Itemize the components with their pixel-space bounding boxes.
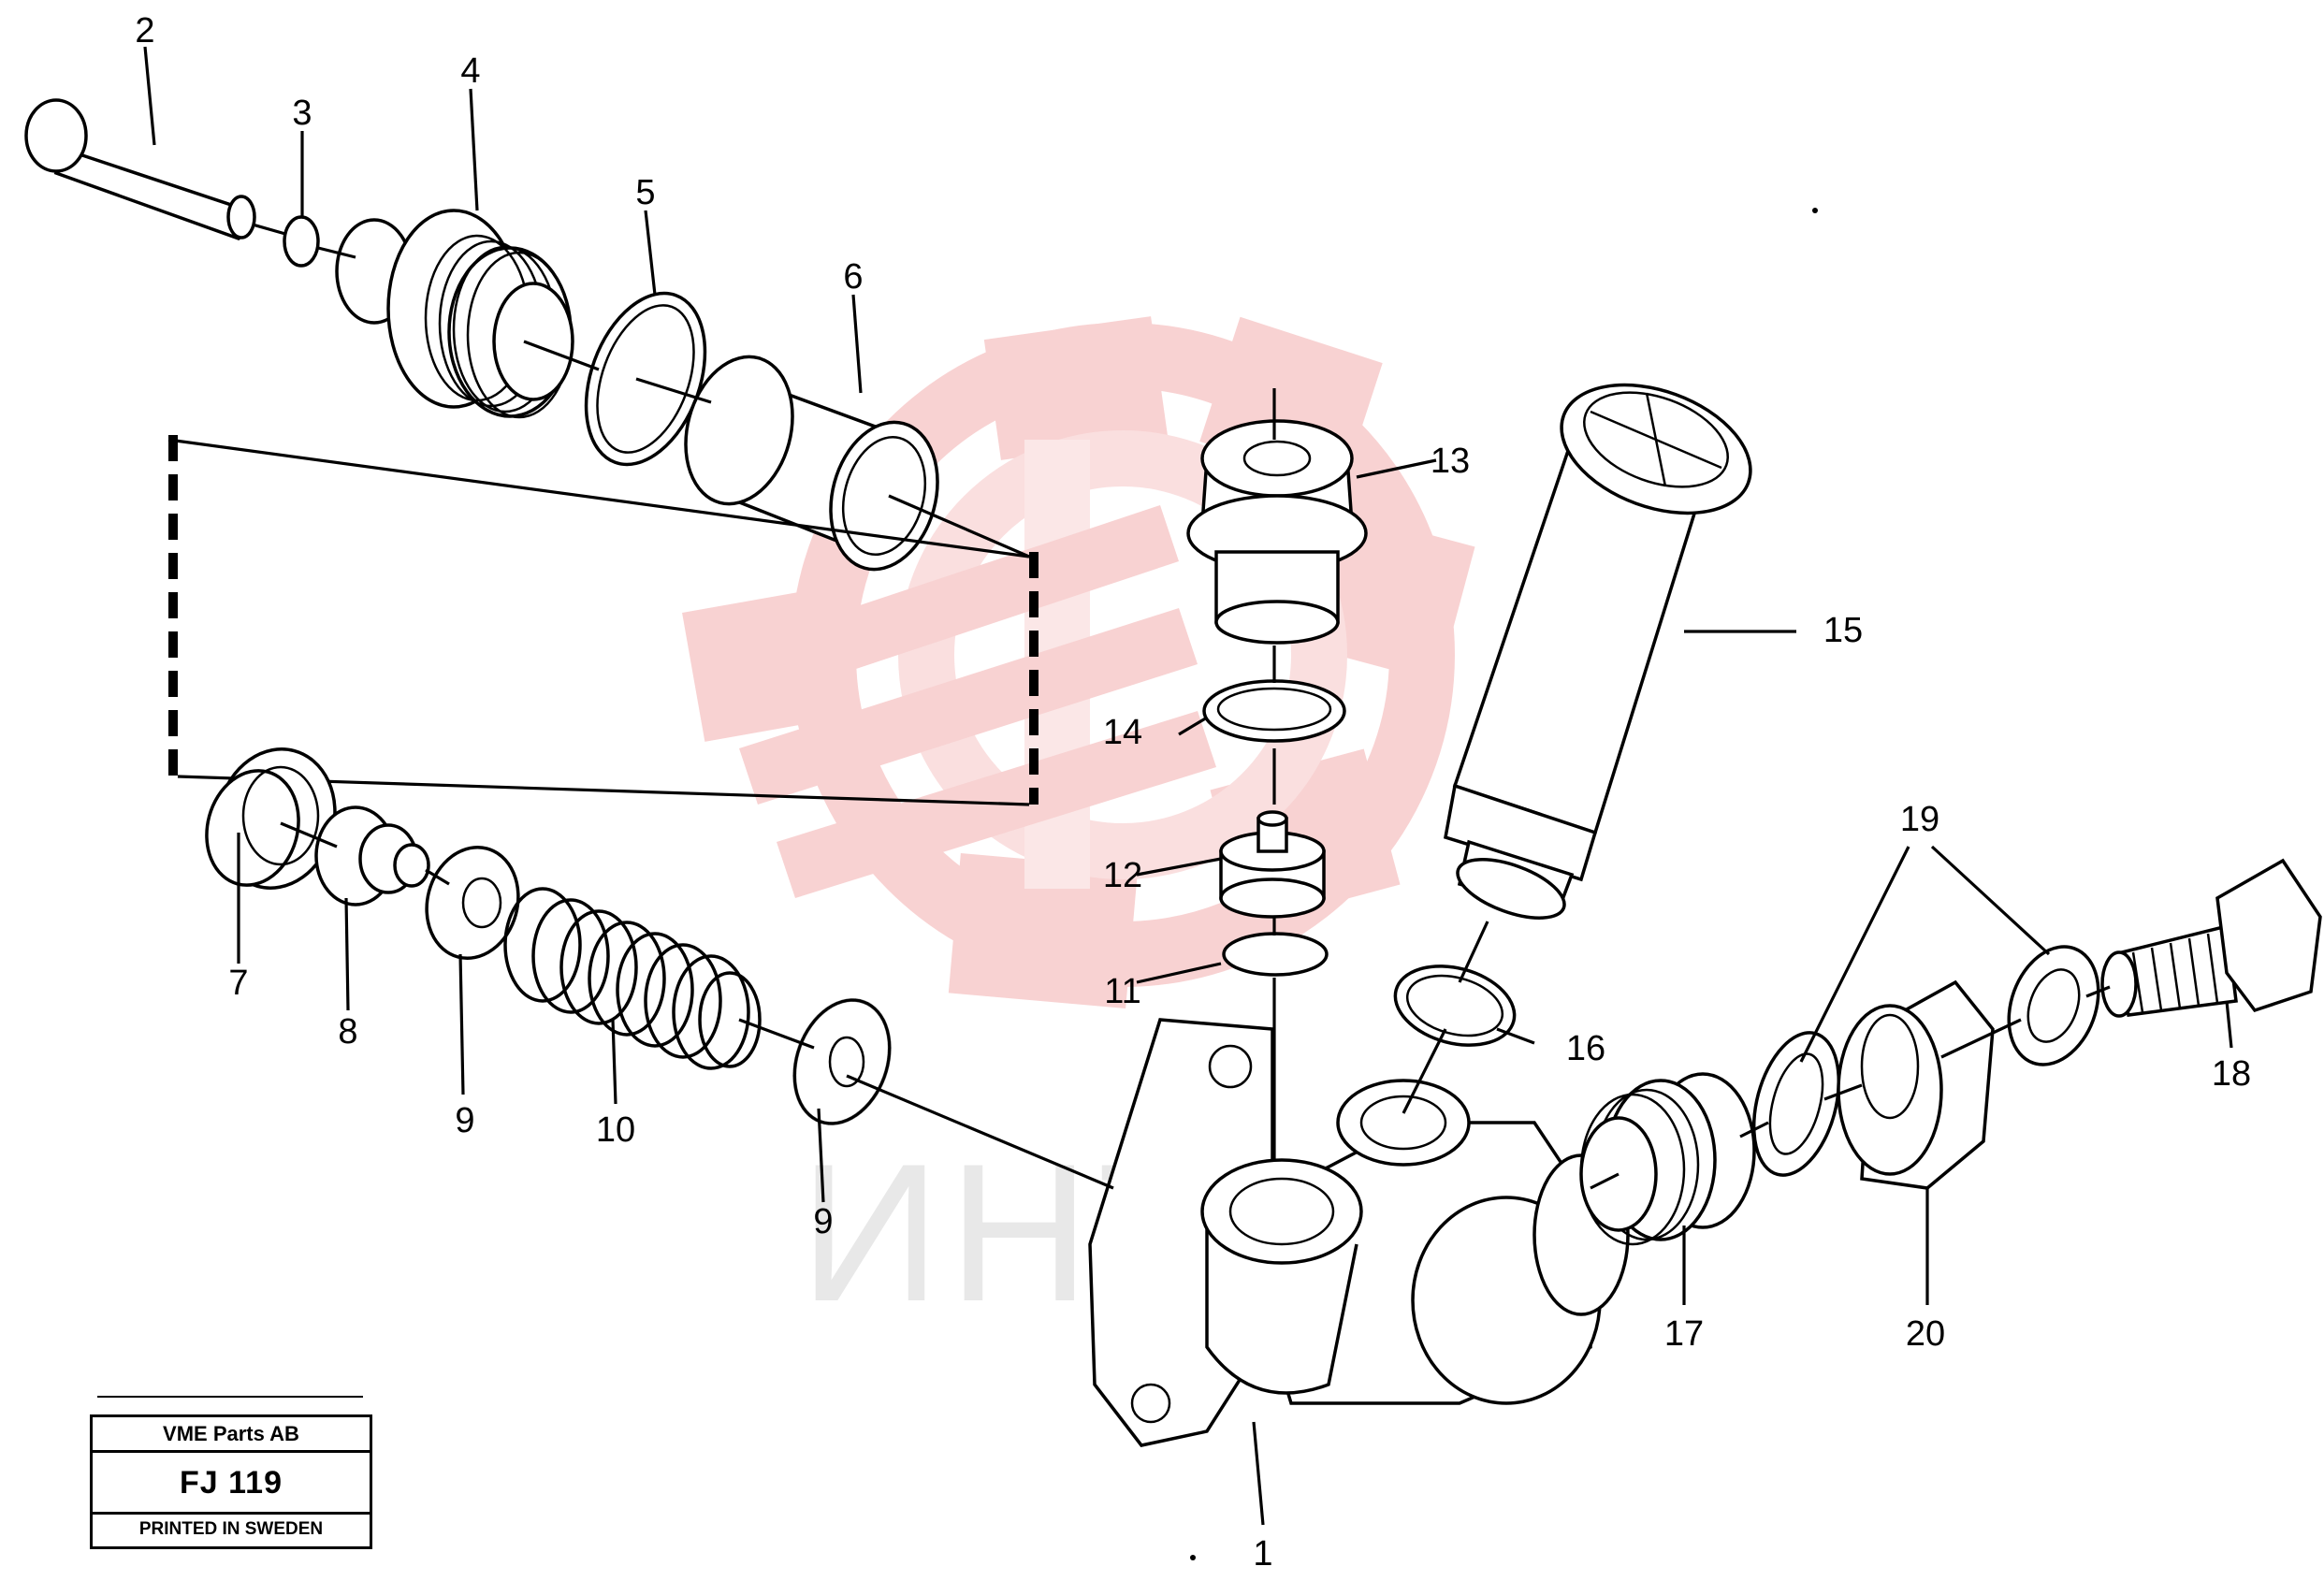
- label-4: 4: [460, 51, 480, 91]
- label-13: 13: [1431, 442, 1470, 481]
- part-11-ring: [1222, 932, 1329, 977]
- title-block: VME Parts AB FJ 119 PRINTED IN SWEDEN: [90, 1414, 372, 1549]
- label-11: 11: [1104, 972, 1140, 1011]
- label-3: 3: [292, 94, 312, 133]
- label-9b: 9: [813, 1202, 833, 1241]
- label-7: 7: [228, 964, 248, 1003]
- part-12-valve: [1219, 810, 1326, 919]
- leader-lines: [143, 46, 2233, 1526]
- label-2: 2: [135, 11, 154, 51]
- part-3-ring: [283, 215, 320, 268]
- label-14: 14: [1103, 713, 1142, 752]
- label-17: 17: [1664, 1314, 1704, 1354]
- part-14-ring: [1202, 679, 1346, 743]
- part-4-plug: [335, 209, 574, 419]
- title-block-company: VME Parts AB: [93, 1417, 370, 1453]
- label-20: 20: [1906, 1314, 1945, 1354]
- title-block-rule: [97, 1396, 363, 1398]
- label-10: 10: [596, 1110, 635, 1150]
- label-5: 5: [635, 173, 655, 212]
- label-9a: 9: [455, 1101, 474, 1140]
- label-16: 16: [1566, 1029, 1605, 1068]
- part-8-piston: [314, 805, 430, 907]
- part-2-bolt: [24, 98, 256, 241]
- label-12: 12: [1103, 856, 1142, 895]
- label-1: 1: [1253, 1534, 1272, 1574]
- part-1-pump-body: [1088, 1018, 1630, 1447]
- part-20-banjo: [1837, 979, 1995, 1190]
- part-10-spring: [503, 887, 762, 1070]
- part-13-fitting: [1186, 419, 1368, 645]
- part-17-adapter: [1579, 1072, 1756, 1246]
- part-19-washer-left: [1751, 1031, 1841, 1177]
- part-labels: 2 3 4 5 6 13 15 14 12 11 16 19 18 7 8 9 …: [135, 11, 2251, 1574]
- part-19-washer-right: [2007, 945, 2100, 1066]
- label-8: 8: [338, 1012, 357, 1052]
- label-15: 15: [1823, 611, 1863, 650]
- stray-marks: [1190, 208, 1818, 1560]
- part-15-hand-primer: [1444, 383, 1752, 920]
- assembly-lines: [252, 223, 2111, 1190]
- title-block-printed: PRINTED IN SWEDEN: [138, 1519, 324, 1539]
- label-6: 6: [843, 257, 863, 297]
- part-18-bolt: [2100, 858, 2322, 1018]
- title-block-code: FJ 119: [93, 1453, 370, 1515]
- label-19: 19: [1900, 800, 1939, 839]
- part-9-washer-lower: [792, 998, 892, 1125]
- part-7-cup: [205, 747, 337, 890]
- part-9-washer-upper: [425, 845, 520, 961]
- part-16-oring: [1393, 965, 1517, 1047]
- label-18: 18: [2212, 1054, 2251, 1094]
- parts: [24, 98, 2322, 1447]
